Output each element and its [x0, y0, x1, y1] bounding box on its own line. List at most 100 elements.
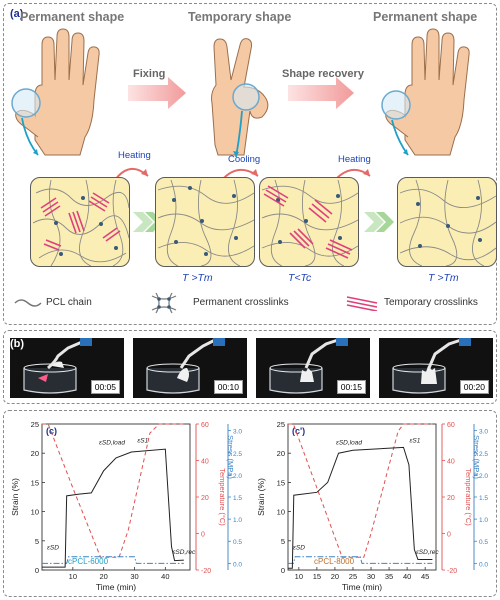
- stress-tick-label: 3.0: [479, 429, 488, 436]
- plot-frame: [287, 423, 437, 571]
- stress-tick-label: 2.0: [479, 473, 488, 480]
- stress-line: [42, 556, 184, 564]
- stress-axis-label: Stress (MPa): [226, 435, 235, 479]
- x-tick-label: 20: [99, 572, 107, 581]
- stress-tick-label: 1.0: [233, 517, 242, 524]
- network-box-2: [155, 177, 255, 267]
- stress-tick-label: 1.5: [233, 495, 242, 502]
- x-axis-label: Time (min): [342, 582, 382, 592]
- fixing-arrow: [128, 77, 186, 109]
- shape-recovery-label: Shape recovery: [282, 68, 364, 80]
- temp-label-3: T >Tm: [428, 272, 459, 284]
- stress-tick-label: 0.5: [479, 539, 488, 546]
- annotation-es1: εS1: [137, 438, 148, 445]
- sample-label: cPCL-8000: [314, 557, 355, 566]
- stress-line: [288, 556, 433, 564]
- chevron-icon-2: [364, 212, 394, 232]
- cooling-label: Cooling: [228, 154, 261, 165]
- strain-line: [42, 448, 184, 568]
- y-axis-label: Strain (%): [10, 478, 20, 516]
- y-tick-label: 25: [277, 420, 285, 429]
- y-tick-label: 20: [277, 449, 285, 458]
- timestamp-2: 00:10: [213, 380, 243, 394]
- y-tick-label: 5: [281, 537, 285, 546]
- stress-tick-label: 2.0: [233, 473, 242, 480]
- temp-tick-label: 40: [201, 459, 209, 466]
- panel-a-tag: (a): [10, 8, 24, 20]
- temp-tick-label: 20: [447, 495, 455, 502]
- fixing-label: Fixing: [133, 68, 166, 80]
- stress-tick-label: 0.5: [233, 539, 242, 546]
- temp-tick-label: 60: [201, 422, 209, 429]
- recovery-arrow: [288, 77, 354, 109]
- legend-temporary-crosslinks: Temporary crosslinks: [384, 297, 478, 308]
- stress-tick-label: 2.5: [233, 451, 242, 458]
- zoom-circle-left: [11, 88, 41, 118]
- y-tick-label: 10: [277, 508, 285, 517]
- legend-permanent-crosslinks: Permanent crosslinks: [193, 297, 289, 308]
- x-tick-label: 20: [331, 572, 339, 581]
- annotation-esd-rec: εSD,rec: [173, 549, 196, 556]
- y-tick-label: 5: [35, 537, 39, 546]
- y-tick-label: 0: [281, 566, 285, 575]
- temp-axis-label: Temperature (°C): [218, 468, 227, 526]
- title-permanent-left: Permanent shape: [20, 10, 125, 24]
- x-tick-label: 25: [349, 572, 357, 581]
- stress-tick-label: 3.0: [233, 429, 242, 436]
- hand-illustrations: [11, 28, 470, 158]
- x-tick-label: 10: [69, 572, 77, 581]
- temp-axis-label: Temperature (°C): [464, 468, 473, 526]
- annotation-es1: εS1: [410, 438, 421, 445]
- strain-line: [288, 446, 433, 569]
- panel-a: [3, 3, 497, 325]
- x-tick-label: 15: [313, 572, 321, 581]
- zoom-circle-mid: [232, 83, 260, 111]
- title-permanent-right: Permanent shape: [373, 10, 478, 24]
- timestamp-4: 00:20: [459, 380, 489, 394]
- panel-tag: (c'): [292, 426, 305, 436]
- temp-tick-label: 0: [447, 532, 451, 539]
- x-tick-label: 30: [130, 572, 138, 581]
- temp-tick-label: -20: [201, 568, 211, 575]
- stress-tick-label: 0.0: [479, 561, 488, 568]
- stress-tick-label: 0.0: [233, 561, 242, 568]
- stress-tick-label: 1.5: [479, 495, 488, 502]
- y-tick-label: 15: [277, 478, 285, 487]
- legend-pcl-chain: PCL chain: [46, 297, 92, 308]
- sample-label: cPCL-6000: [68, 557, 109, 566]
- panel-b-tag: (b): [10, 338, 25, 350]
- network-box-4: [397, 177, 497, 267]
- y-tick-label: 20: [31, 449, 39, 458]
- stress-tick-label: 1.0: [479, 517, 488, 524]
- x-tick-label: 40: [161, 572, 169, 581]
- permanent-crosslink-icon: [151, 292, 177, 314]
- timestamp-1: 00:05: [90, 380, 120, 394]
- photo-frame-2: 00:10: [133, 338, 247, 398]
- x-tick-label: 45: [421, 572, 429, 581]
- photo-frame-1: 00:05: [10, 338, 124, 398]
- network-box-3: [259, 177, 359, 267]
- temp-label-2: T<Tc: [288, 272, 312, 284]
- network-box-1: [30, 177, 130, 267]
- panel-b: [3, 330, 497, 404]
- x-tick-label: 30: [367, 572, 375, 581]
- temp-tick-label: 40: [447, 459, 455, 466]
- x-axis-label: Time (min): [96, 582, 136, 592]
- annotation-esd: εSD: [47, 545, 59, 552]
- panel-c: [3, 410, 497, 597]
- temp-tick-label: 60: [447, 422, 455, 429]
- temp-tick-label: 20: [201, 495, 209, 502]
- photo-frame-4: 00:20: [379, 338, 493, 398]
- x-tick-label: 40: [403, 572, 411, 581]
- title-temporary: Temporary shape: [188, 10, 292, 24]
- temp-tick-label: 0: [201, 532, 205, 539]
- y-tick-label: 0: [35, 566, 39, 575]
- heating-label-2: Heating: [338, 154, 371, 165]
- temporary-crosslink-icon: [346, 296, 378, 311]
- stress-tick-label: 2.5: [479, 451, 488, 458]
- stress-axis-label: Stress (MPa): [472, 435, 481, 479]
- temp-label-1: T >Tm: [182, 272, 213, 284]
- y-tick-label: 25: [31, 420, 39, 429]
